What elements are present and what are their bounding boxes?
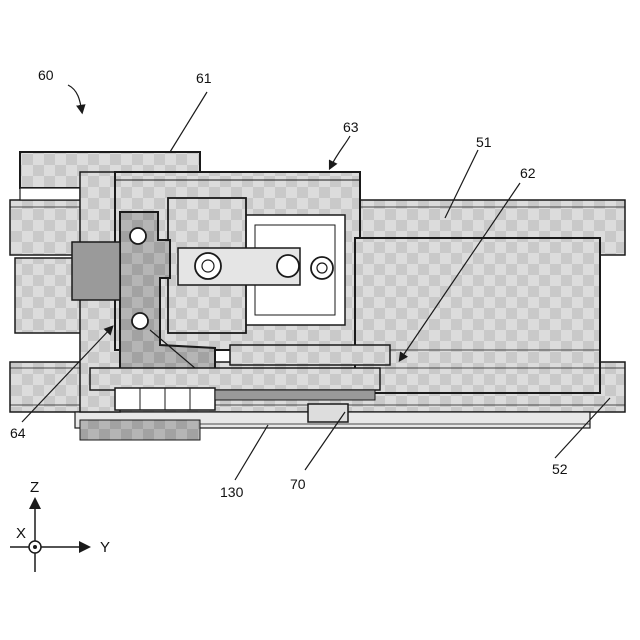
leader-63 (330, 136, 350, 168)
leader-130 (235, 425, 268, 480)
ref-60: 60 (38, 67, 54, 83)
ref-70: 70 (290, 476, 306, 492)
axis-label-y: Y (100, 539, 110, 556)
ref-61: 61 (196, 70, 212, 86)
axis-label-z: Z (30, 479, 39, 496)
ref-130: 130 (220, 484, 244, 500)
axis-label-x: X (16, 525, 26, 542)
slider-62 (355, 238, 600, 393)
ref-64: 64 (10, 425, 26, 441)
leader-60 (68, 85, 82, 112)
coordinate-axes: Z X Y (10, 479, 110, 572)
leader-61 (170, 92, 207, 152)
ref-51: 51 (476, 134, 492, 150)
ref-62: 62 (520, 165, 536, 181)
ref-52: 52 (552, 461, 568, 477)
block-70 (308, 404, 348, 422)
ref-63: 63 (343, 119, 359, 135)
slider-plate (230, 345, 390, 365)
